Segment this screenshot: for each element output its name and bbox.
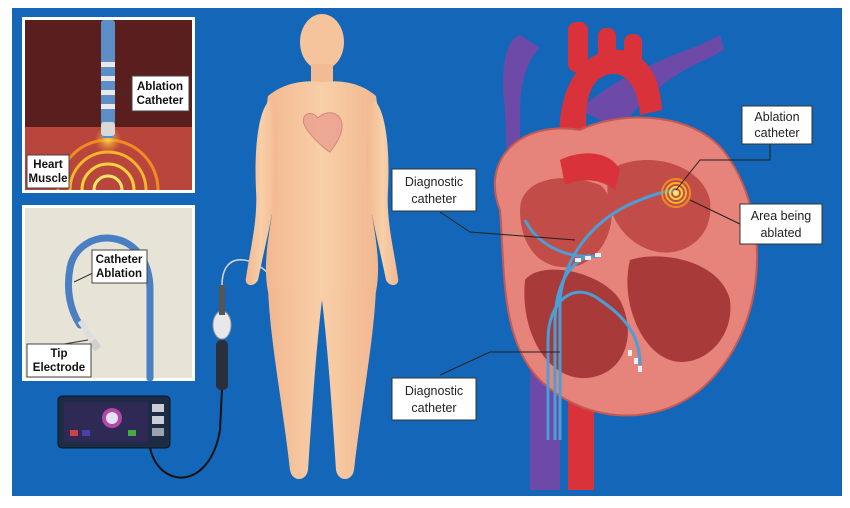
label-line: Ablation: [754, 110, 799, 124]
label-line: Diagnostic: [405, 175, 463, 189]
label-line: Catheter: [96, 254, 143, 266]
label-line: Electrode: [33, 362, 85, 374]
ablation-site-glow: [662, 179, 690, 207]
label-line: catheter: [411, 401, 456, 415]
label-line: Muscle: [29, 173, 68, 185]
inset-bottom-tip-electrode-label: Tip Electrode: [27, 340, 91, 377]
ablation-catheter-drawing: [101, 20, 115, 138]
label-line: Heart: [33, 159, 63, 171]
label-line: Ablation: [96, 268, 142, 280]
label-line: catheter: [754, 126, 799, 140]
label-line: Area being: [751, 209, 812, 223]
label-line: Tip: [50, 348, 67, 360]
label-line: Ablation: [137, 81, 183, 93]
ablation-generator-device: [58, 396, 170, 448]
label-line: ablated: [760, 226, 801, 240]
label-line: catheter: [411, 192, 456, 206]
label-line: Catheter: [137, 95, 184, 107]
inset-bottom: Catheter Ablation Tip Electrode: [22, 205, 195, 381]
label-line: Diagnostic: [405, 384, 463, 398]
heart-outer-wall: [495, 118, 757, 416]
inset-top: Ablation Catheter Heart Muscle: [22, 17, 195, 193]
inset-top-heart-muscle-label: Heart Muscle: [27, 155, 69, 188]
